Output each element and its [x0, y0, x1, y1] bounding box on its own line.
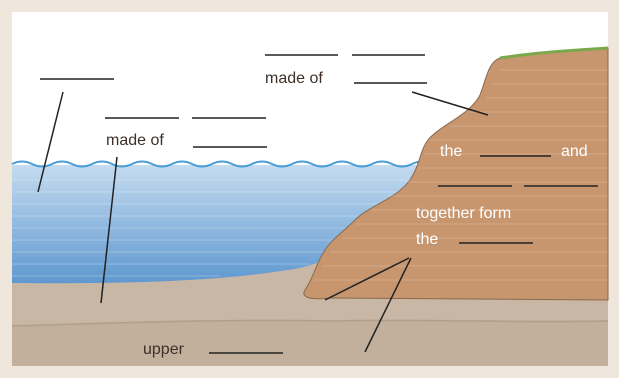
label-the-bottom: the [416, 232, 438, 248]
lower-ground-band [12, 319, 608, 366]
label-the-and-suffix: and [561, 144, 588, 160]
label-made-of-top: made of [265, 71, 323, 87]
label-made-of-mid: made of [106, 133, 164, 149]
label-together-form: together form [416, 206, 511, 222]
label-the-and-prefix: the [440, 144, 462, 160]
label-upper: upper [143, 342, 184, 358]
